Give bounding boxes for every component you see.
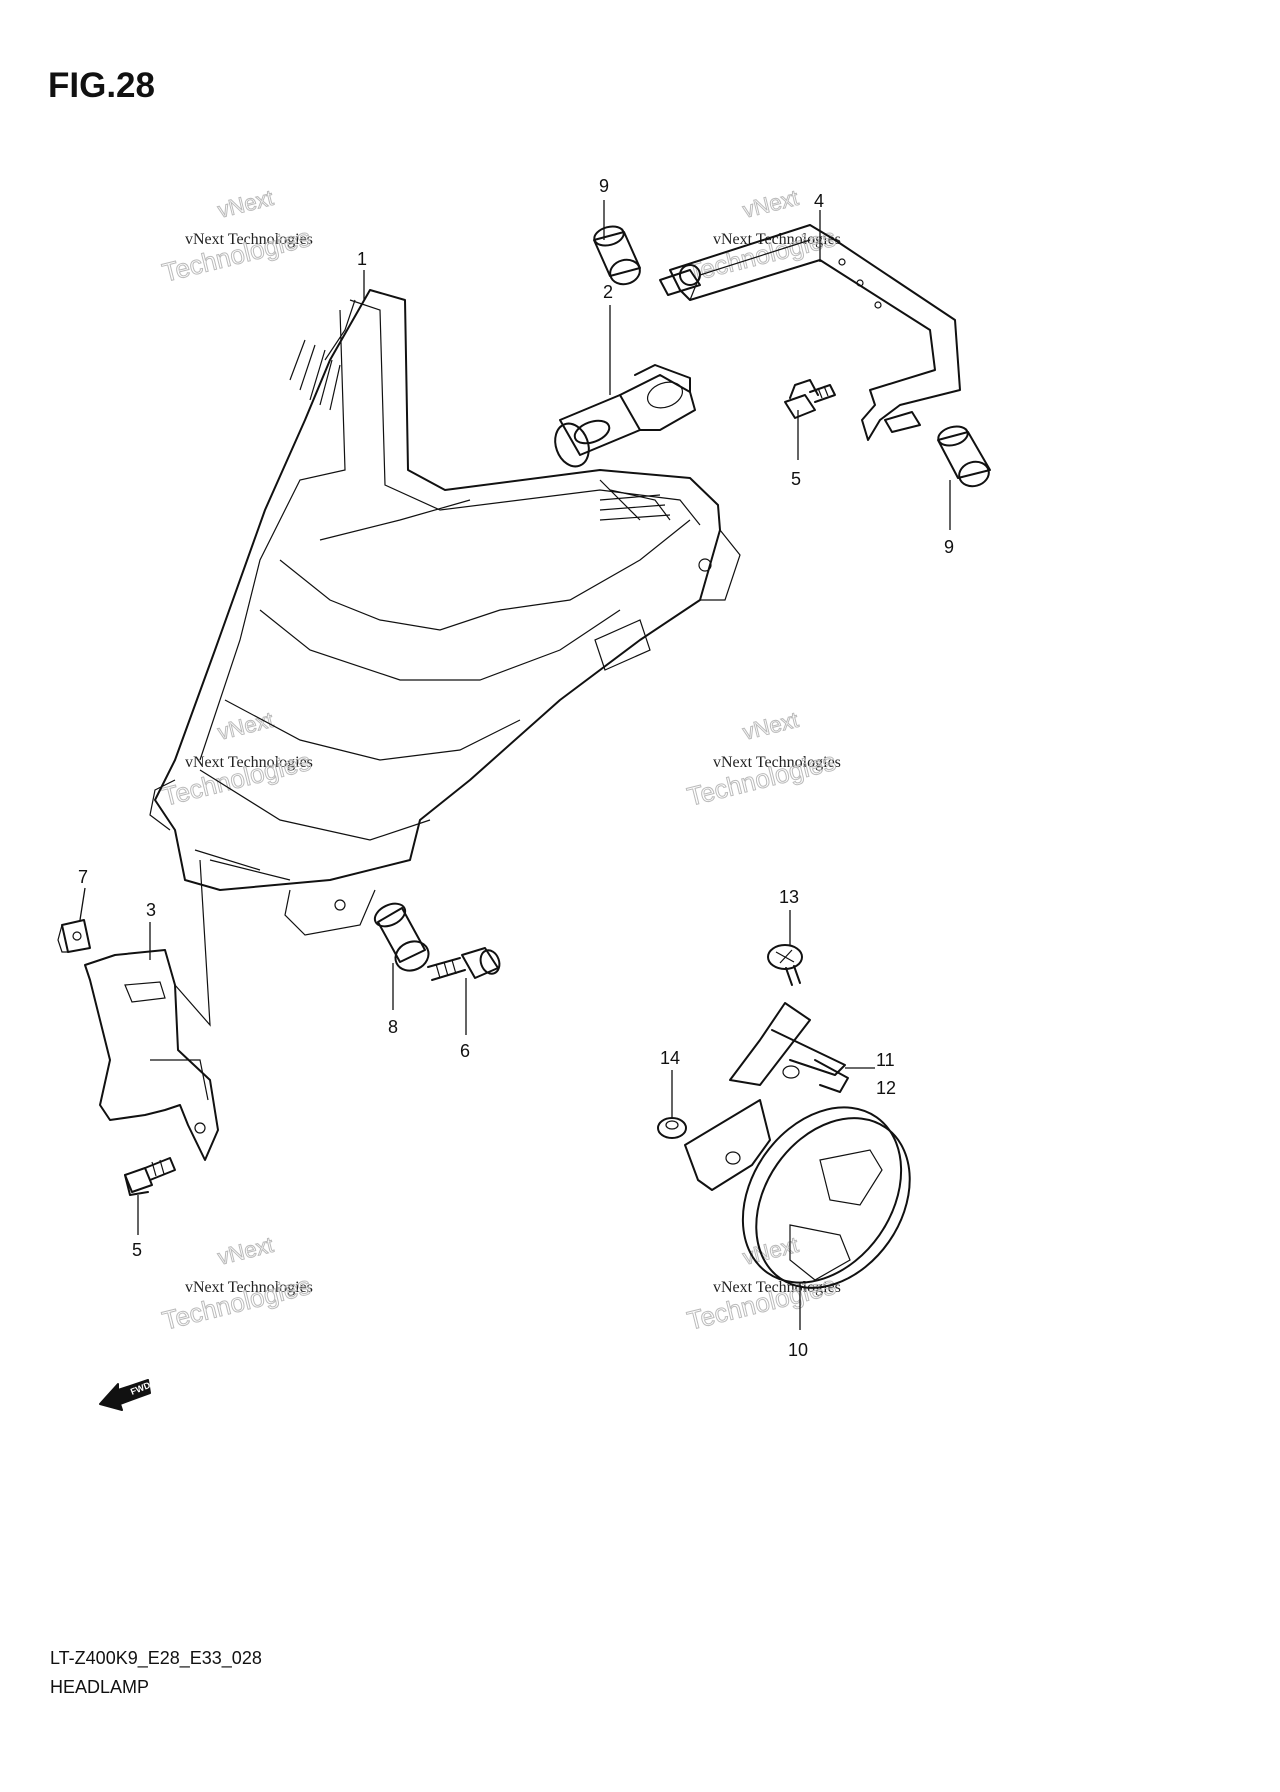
callout-7: 7 bbox=[78, 867, 88, 887]
svg-text:vNext: vNext bbox=[215, 185, 276, 223]
svg-text:vNext Technologies: vNext Technologies bbox=[185, 754, 313, 771]
watermark-bottom-right: vNext vNext Technologies Technologies bbox=[684, 1231, 841, 1336]
callout-3: 3 bbox=[146, 900, 156, 920]
reflector-10 bbox=[684, 1099, 911, 1289]
callout-2: 2 bbox=[603, 282, 613, 302]
bolt-6 bbox=[427, 947, 501, 981]
svg-text:vNext: vNext bbox=[740, 707, 801, 745]
callout-5-lower: 5 bbox=[132, 1240, 142, 1260]
watermark-mid-right: vNext vNext Technologies Technologies bbox=[684, 706, 841, 812]
figure-title: FIG.28 bbox=[48, 66, 155, 105]
headlamp-housing bbox=[149, 289, 741, 936]
mounting-bracket bbox=[659, 224, 961, 441]
svg-text:vNext Technologies: vNext Technologies bbox=[185, 1279, 313, 1296]
callout-4: 4 bbox=[814, 191, 824, 211]
callout-6: 6 bbox=[460, 1041, 470, 1061]
svg-text:vNext Technologies: vNext Technologies bbox=[185, 231, 313, 248]
screw-13 bbox=[767, 944, 803, 986]
watermark-mid-left: vNext vNext Technologies Technologies bbox=[159, 706, 315, 812]
callout-14: 14 bbox=[660, 1048, 680, 1068]
watermark-top-left: vNext vNext Technologies Technologies bbox=[159, 184, 315, 288]
diagram-name: HEADLAMP bbox=[50, 1677, 150, 1697]
svg-text:vNext Technologies: vNext Technologies bbox=[713, 231, 841, 248]
callout-12: 12 bbox=[876, 1078, 896, 1098]
callout-10: 10 bbox=[788, 1340, 808, 1360]
leader-lines bbox=[79, 200, 951, 1330]
bulb-socket bbox=[554, 364, 696, 468]
callout-1: 1 bbox=[357, 249, 367, 269]
callout-5-upper: 5 bbox=[791, 469, 801, 489]
callout-13: 13 bbox=[779, 887, 799, 907]
svg-text:vNext Technologies: vNext Technologies bbox=[713, 1279, 841, 1296]
clip-nut-7 bbox=[57, 919, 91, 953]
grommet-lower bbox=[937, 425, 991, 488]
callout-8: 8 bbox=[388, 1017, 398, 1037]
bolt-upper bbox=[784, 379, 836, 419]
callout-9-lower: 9 bbox=[944, 537, 954, 557]
bolt-lower-5 bbox=[124, 1157, 176, 1196]
watermark-bottom-left: vNext vNext Technologies Technologies bbox=[159, 1231, 315, 1336]
model-code: LT-Z400K9_E28_E33_028 bbox=[50, 1648, 262, 1668]
svg-text:vNext: vNext bbox=[215, 707, 276, 745]
stay-3 bbox=[84, 859, 219, 1161]
svg-text:vNext: vNext bbox=[740, 185, 801, 223]
nut-14 bbox=[657, 1117, 687, 1139]
fwd-arrow-icon: FWD bbox=[99, 1379, 152, 1411]
svg-text:vNext: vNext bbox=[215, 1232, 276, 1270]
bracket-11-12 bbox=[729, 1002, 849, 1093]
svg-text:vNext Technologies: vNext Technologies bbox=[713, 754, 841, 771]
grommet-upper bbox=[593, 225, 641, 286]
grommet-8 bbox=[373, 902, 430, 972]
callout-9-upper: 9 bbox=[599, 176, 609, 196]
callout-11: 11 bbox=[876, 1050, 895, 1070]
